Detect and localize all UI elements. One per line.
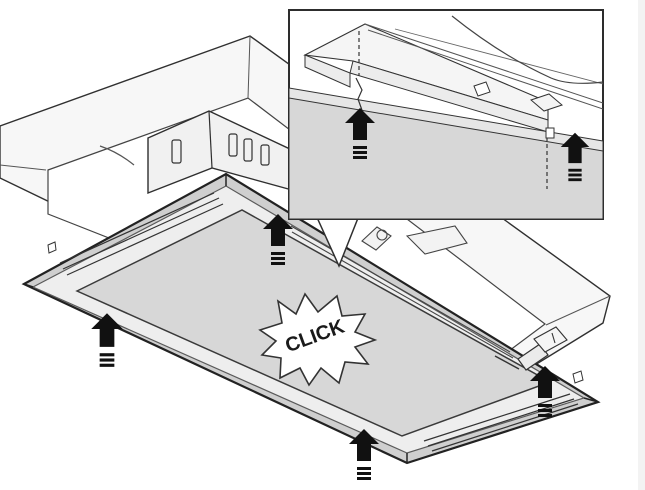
up-arrow-icon [91,313,123,367]
frame-edge [638,0,645,490]
click-burst: CLICK [258,292,378,387]
arrow-group [91,108,590,480]
up-arrow-icon [530,366,560,417]
starburst-icon [258,292,378,387]
up-arrow-icon [345,108,375,159]
up-arrow-icon [349,429,379,480]
up-arrow-icon [560,132,590,182]
up-arrow-icon [263,214,293,265]
detail-inset [288,9,604,268]
